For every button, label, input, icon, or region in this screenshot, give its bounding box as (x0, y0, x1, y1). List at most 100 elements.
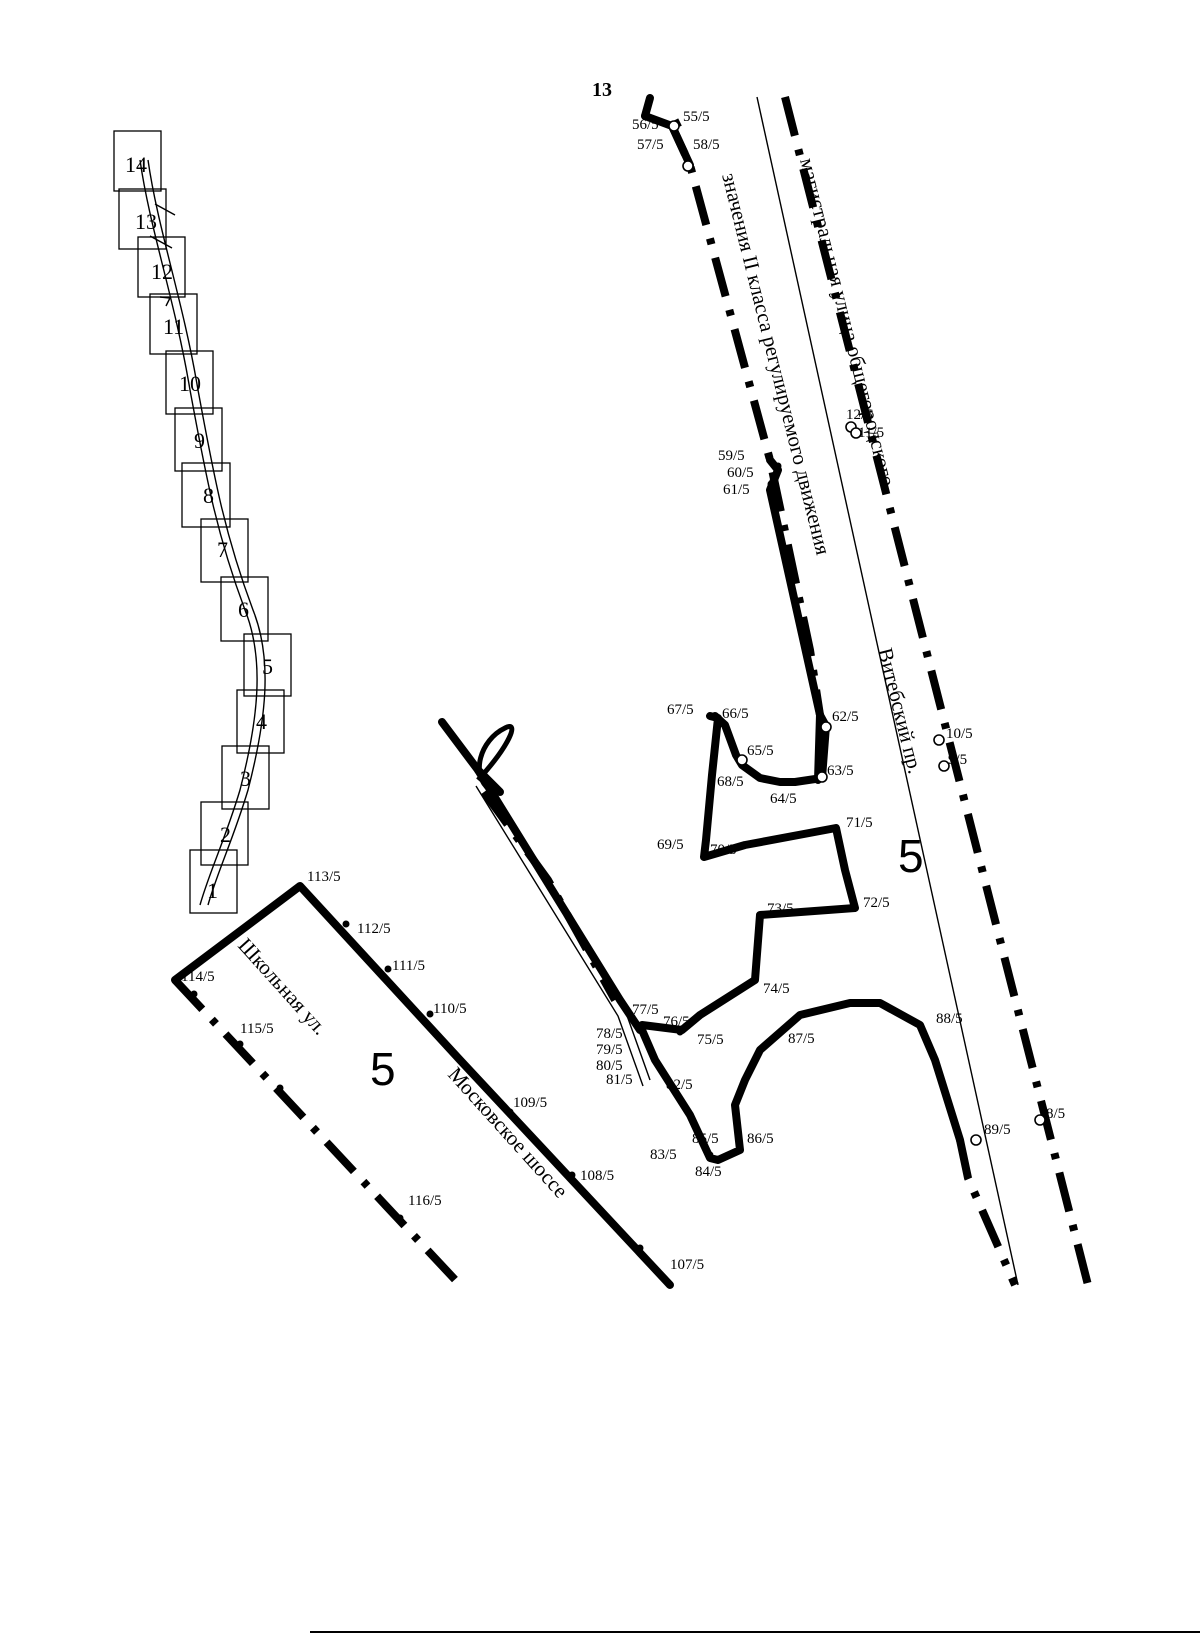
vertex-marker (756, 911, 764, 919)
sheet-square (174, 407, 223, 472)
sheet-square (165, 350, 214, 415)
road-edge-line (756, 96, 1019, 1286)
vertex-marker (384, 965, 392, 973)
vertex-marker (816, 771, 828, 783)
point-label: 84/5 (695, 1164, 722, 1180)
vertex-marker (426, 1010, 434, 1018)
point-label: 73/5 (767, 901, 794, 917)
point-label: 79/5 (596, 1042, 623, 1058)
point-label: 67/5 (667, 702, 694, 718)
point-label: 76/5 (663, 1014, 690, 1030)
vertex-marker (506, 1108, 514, 1116)
vitebsky-prospect (756, 96, 1092, 1286)
point-label: 55/5 (683, 109, 710, 125)
vertex-marker (636, 1244, 644, 1252)
point-label: 86/5 (747, 1131, 774, 1147)
point-label: 74/5 (763, 981, 790, 997)
sheet-label: 10 (179, 371, 201, 396)
zone-label: 5 (370, 1043, 396, 1095)
point-label: 83/5 (650, 1147, 677, 1163)
vertex-marker (832, 824, 840, 832)
point-label: 68/5 (717, 774, 744, 790)
sheet-label: 11 (163, 314, 184, 339)
point-label: 57/5 (637, 137, 664, 153)
point-label: 69/5 (657, 837, 684, 853)
point-label: 113/5 (307, 869, 341, 885)
sheet-index-strip: 14 13 12 11 10 9 8 7 6 5 4 3 2 1 (113, 130, 292, 914)
sheet-label: 2 (220, 822, 231, 847)
vertex-marker (702, 836, 710, 844)
zone-boundary-southwest (171, 882, 674, 1289)
zone-boundary (638, 999, 964, 1164)
sheet-label: 9 (194, 428, 205, 453)
zone-boundary (711, 711, 830, 786)
vertex-marker (751, 976, 759, 984)
road-line (438, 718, 504, 796)
vertex-marker (682, 160, 694, 172)
point-label: 61/5 (723, 482, 750, 498)
vertex-marker (276, 1084, 284, 1092)
point-label: 116/5 (408, 1193, 442, 1209)
vertex-marker (676, 1028, 684, 1036)
point-label: 107/5 (670, 1257, 704, 1273)
vertex-marker (190, 990, 198, 998)
sheet-label: 8 (203, 483, 214, 508)
zone-boundary-north (641, 94, 824, 784)
sheet-square (200, 801, 249, 866)
vertex-marker (970, 1134, 982, 1146)
vertex-marker (938, 760, 950, 772)
point-label: 111/5 (392, 958, 425, 974)
point-label: 80/5 (596, 1058, 623, 1074)
vertex-marker (342, 920, 350, 928)
vertex-marker (774, 462, 782, 470)
point-label: 108/5 (580, 1168, 614, 1184)
sheet-label: 6 (238, 597, 249, 622)
point-label: 66/5 (722, 706, 749, 722)
point-label: 56/5 (632, 117, 659, 133)
point-label: 112/5 (357, 921, 391, 937)
street-label-vitebsky: Витебский пр. (873, 645, 927, 776)
sheet-square (243, 633, 292, 697)
road-edge-line (483, 779, 651, 1081)
zone-boundary (171, 882, 674, 1289)
vertex-marker (668, 120, 680, 132)
page-number: 13 (592, 79, 612, 101)
point-label: 85/5 (692, 1131, 719, 1147)
sheet-label: 12 (151, 259, 173, 284)
road-edge-line (475, 785, 644, 1087)
vertex-marker (236, 1040, 244, 1048)
vertex-marker (851, 904, 859, 912)
point-label: 11/5 (858, 425, 884, 441)
zone-boundary (638, 712, 859, 1034)
route-detail (149, 203, 176, 307)
vertex-marker (933, 734, 945, 746)
sheet-label: 1 (207, 878, 218, 903)
point-label: 110/5 (433, 1001, 467, 1017)
sheet-square (149, 293, 198, 355)
point-labels: 55/5 56/5 57/5 58/5 59/5 60/5 61/5 62/5 … (181, 109, 1065, 1273)
point-label: 78/5 (596, 1026, 623, 1042)
vertex-marker (767, 480, 775, 488)
route-line (139, 159, 258, 906)
point-label: 60/5 (727, 465, 754, 481)
zone-boundary (956, 1139, 1019, 1287)
point-label: 12/5 (846, 407, 873, 423)
point-label: 10/5 (946, 726, 973, 742)
road-loop (476, 724, 515, 792)
route-line (147, 159, 266, 906)
zone-boundary (480, 789, 619, 1002)
point-label: 62/5 (832, 709, 859, 725)
sheet-square (189, 849, 238, 914)
point-label: 72/5 (863, 895, 890, 911)
zone-boundary (781, 96, 1092, 1286)
point-label: 77/5 (632, 1002, 659, 1018)
vertex-marker (706, 1151, 714, 1159)
point-label: 88/5 (936, 1011, 963, 1027)
vertex-marker (296, 882, 304, 890)
street-label-main-1: магистральная улица общегородского (795, 155, 900, 488)
vertex-marker (1034, 1114, 1046, 1126)
sheet-label: 13 (135, 209, 157, 234)
vertex-marker (850, 427, 862, 439)
street-label-moskovskoe: Московское шоссе (443, 1062, 573, 1202)
